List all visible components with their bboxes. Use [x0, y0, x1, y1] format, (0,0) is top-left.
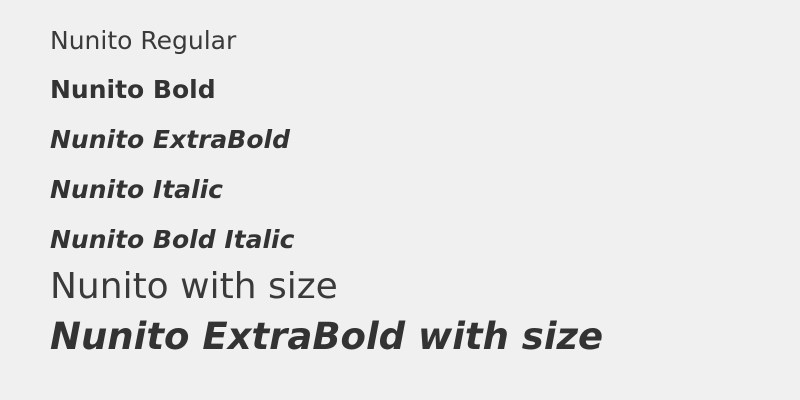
sample-extrabold: Nunito ExtraBold [50, 125, 290, 154]
sample-bold: Nunito Bold [50, 75, 216, 104]
sample-with-size: Nunito with size [50, 266, 338, 307]
sample-italic: Nunito Italic [50, 175, 223, 204]
sample-extrabold-with-size: Nunito ExtraBold with size [50, 315, 604, 358]
sample-regular: Nunito Regular [50, 26, 237, 55]
sample-bold-italic: Nunito Bold Italic [50, 225, 295, 254]
